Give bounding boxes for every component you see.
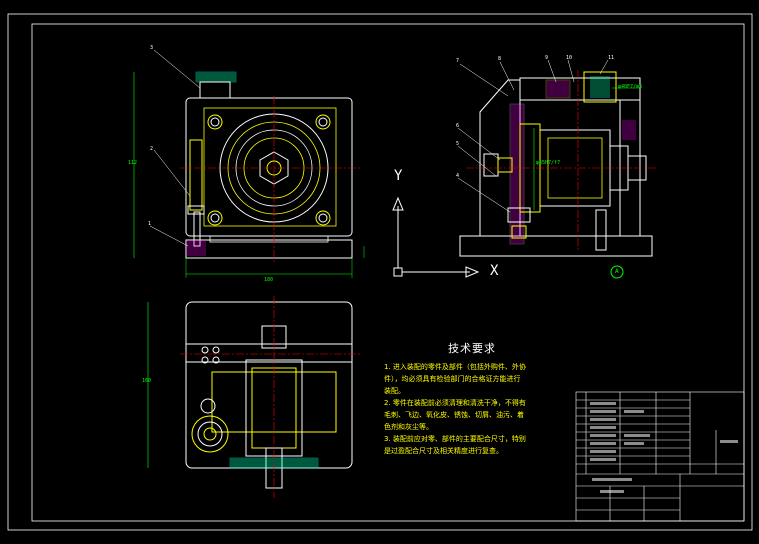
fit-note-label: φ40F7/m6 [618,84,643,90]
callout-label: 10 [566,55,573,61]
section-mark-label: A [615,268,619,275]
tech-requirements-line: 毛刺、飞边、氧化皮、锈蚀、切屑、油污、着 [384,411,524,419]
dimension-top-label: 160 [142,378,152,384]
callout-label: 11 [608,55,615,61]
callout-label: 6 [456,123,460,129]
top-view [147,296,360,498]
callout-label: 8 [498,56,502,62]
callout-label: 3 [150,45,154,51]
tech-requirements-line: 装配。 [384,387,405,395]
dimension-width-label: 180 [264,277,274,283]
title-block-fills [590,402,738,493]
callout-label: 7 [456,58,460,64]
outer-frame [7,13,753,531]
y-axis-label: Y [394,168,403,184]
bore-note-label: φ65H7/f7 [536,160,561,166]
tech-requirements-line: 2. 零件在装配前必须清理和清洗干净，不得有 [384,399,526,407]
callout-label: 5 [456,141,460,147]
tech-requirements-line: 件），均必须具有检验部门的合格证方能进行 [384,375,521,383]
callout-label: 1 [148,221,152,227]
tech-requirements-line: 色剂和灰尘等。 [384,423,433,431]
tech-requirements-line: 3. 装配前应对零、部件的主要配合尺寸，特别 [384,435,526,443]
callout-label: 9 [545,55,549,61]
ucs-axis-icon [392,196,480,278]
title-block [575,391,745,522]
side-view [457,59,656,279]
callout-label: 4 [456,173,460,179]
tech-requirements-title: 技术要求 [448,342,496,355]
inner-frame [31,23,745,522]
front-view [133,49,365,278]
x-axis-label: X [490,263,499,279]
tech-requirements-line: 是过盈配合尺寸及相关精度进行复查。 [384,447,503,455]
dimension-height-label: 112 [128,160,138,166]
tech-requirements-line: 1. 进入装配的零件及部件（包括外购件、外协 [384,363,526,371]
callout-label: 2 [150,146,154,152]
